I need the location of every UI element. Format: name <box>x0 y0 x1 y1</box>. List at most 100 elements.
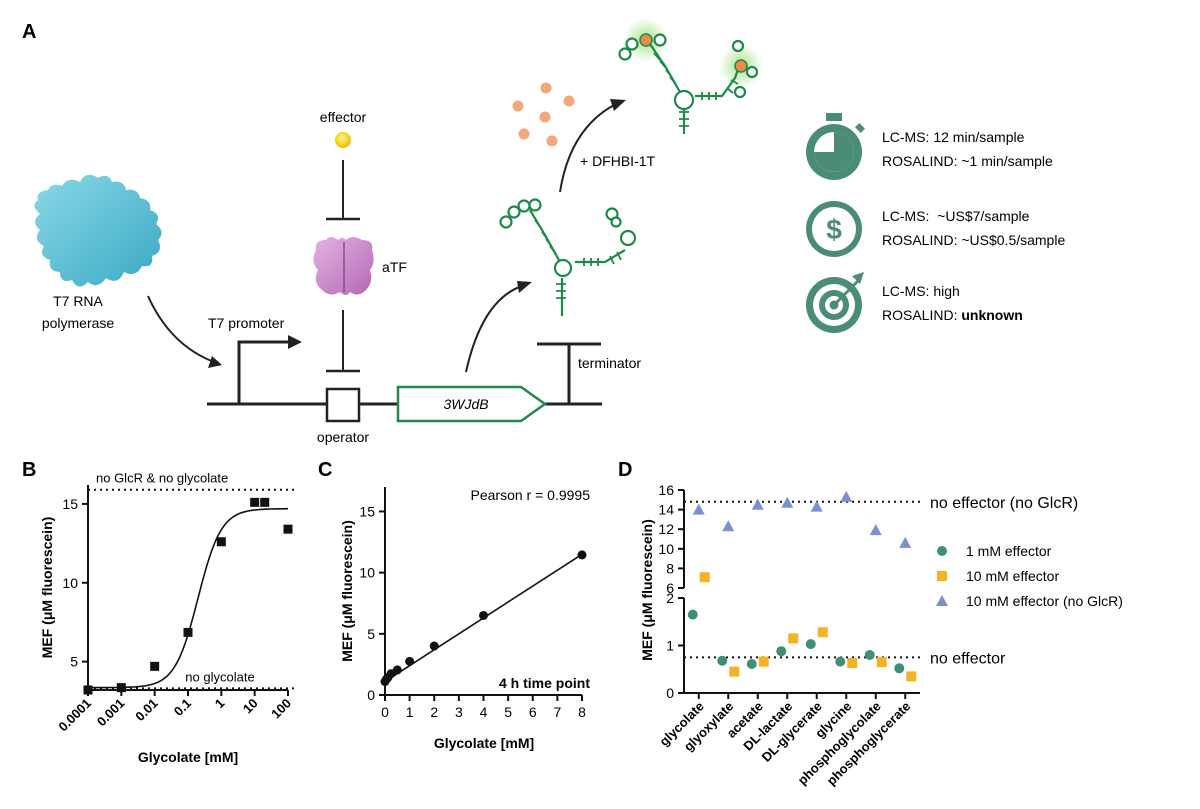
d-point-10mm-no-glcr <box>810 500 823 512</box>
b-data-point <box>283 524 293 534</box>
d-legend-label: 10 mM effector <box>966 568 1059 584</box>
polymerase-label-line2: polymerase <box>42 315 115 331</box>
dye-label: + DFHBI-1T <box>580 153 656 169</box>
d-point-10mm-no-glcr <box>840 490 853 502</box>
accuracy-lcms-text: LC-MS: high <box>882 283 960 299</box>
b-reference-label: no GlcR & no glycolate <box>96 471 228 486</box>
d-point-1mm <box>894 663 905 674</box>
polymerase-arrow <box>147 295 215 363</box>
operator-box <box>325 387 361 423</box>
effector-label: effector <box>320 109 367 125</box>
c-x-tick-label: 4 <box>480 704 488 720</box>
d-point-10mm <box>729 666 740 677</box>
terminator-label: terminator <box>578 355 641 371</box>
d-reference-label: no effector (no GlcR) <box>930 495 1078 512</box>
d-point-10mm-no-glcr <box>692 503 705 515</box>
d-point-10mm <box>817 627 828 638</box>
c-y-tick-label: 15 <box>359 503 375 519</box>
comparison-accuracy: LC-MS: high ROSALIND: unknown <box>882 283 1023 323</box>
b-x-tick-label: 0.01 <box>132 696 161 725</box>
binding-arrow <box>559 103 617 193</box>
polymerase-arrowhead <box>208 356 222 368</box>
b-x-axis-label: Glycolate [mM] <box>138 749 238 765</box>
dfhbi-molecules <box>512 82 575 147</box>
c-x-tick-label: 3 <box>455 704 463 720</box>
d-point-10mm <box>847 658 858 669</box>
operator-label: operator <box>317 429 369 445</box>
comparison-cost: LC-MS: ~US$7/sample ROSALIND: ~US$0.5/sa… <box>882 208 1065 248</box>
c-x-tick-label: 7 <box>553 704 561 720</box>
dollar-icon: $ <box>806 201 862 257</box>
d-point-1mm <box>776 646 787 657</box>
b-reference-label: no glycolate <box>185 669 254 684</box>
d-point-1mm <box>835 656 846 667</box>
d-point-10mm-no-glcr <box>722 520 735 532</box>
d-y-tick-label: 16 <box>658 482 674 498</box>
d-point-10mm-no-glcr <box>869 524 882 536</box>
panel-c-letter: C <box>318 459 332 481</box>
c-timepoint-annotation: 4 h time point <box>499 675 590 691</box>
bound-dye-2 <box>734 59 748 73</box>
transcription-arrowhead <box>517 281 532 293</box>
accuracy-rosalind-prefix: ROSALIND: <box>882 307 961 323</box>
d-point-10mm <box>906 671 917 682</box>
stopwatch-icon <box>806 113 865 180</box>
d-y-tick-label: 0 <box>666 685 674 701</box>
d-point-10mm-no-glcr <box>899 536 912 548</box>
bound-dye-1 <box>639 33 653 47</box>
rna-aptamer-unbound <box>499 198 637 316</box>
accuracy-rosalind-text: ROSALIND: unknown <box>882 307 1023 323</box>
b-y-tick-label: 15 <box>62 496 78 512</box>
time-lcms-text: LC-MS: 12 min/sample <box>882 129 1025 145</box>
gene-label: 3WJdB <box>443 396 488 412</box>
target-icon <box>806 272 864 333</box>
c-x-tick-label: 2 <box>430 704 438 720</box>
c-x-tick-label: 1 <box>406 704 414 720</box>
d-y-tick-label: 6 <box>666 580 674 596</box>
d-point-10mm-no-glcr <box>781 496 794 508</box>
c-data-point <box>429 641 439 651</box>
d-y-tick-label: 14 <box>658 502 674 518</box>
b-data-point <box>250 497 260 507</box>
panel-d-letter: D <box>618 459 632 481</box>
b-data-point <box>116 683 126 693</box>
panel-b-letter: B <box>22 459 36 481</box>
b-data-point <box>216 537 226 547</box>
transcription-arrow <box>465 285 523 373</box>
c-x-tick-label: 0 <box>381 704 389 720</box>
d-y-tick-label: 8 <box>666 560 674 576</box>
terminator-symbol <box>537 342 601 404</box>
b-fit-curve <box>88 507 288 689</box>
b-data-point <box>183 627 193 637</box>
b-x-tick-label: 0.0001 <box>55 696 94 735</box>
chart-panel-d: 6810121416012glycolateglyoxylateacetateD… <box>639 482 1123 788</box>
d-legend-marker <box>937 546 947 556</box>
c-x-tick-label: 8 <box>578 704 586 720</box>
rna-aptamer-bound <box>618 33 759 134</box>
b-data-point <box>150 661 160 671</box>
binding-arrowhead <box>610 99 626 111</box>
d-legend-label: 10 mM effector (no GlcR) <box>966 593 1123 609</box>
cost-lcms-text: LC-MS: ~US$7/sample <box>882 208 1030 224</box>
d-y-tick-label: 12 <box>658 521 674 537</box>
gene-3wjdb <box>396 385 548 423</box>
b-x-tick-label: 1 <box>212 696 228 712</box>
c-y-axis-label: MEF (μM fluorescein) <box>339 520 355 662</box>
d-point-10mm <box>699 572 710 583</box>
promoter-symbol <box>237 340 290 404</box>
d-y-axis-label: MEF (μM fluorescein) <box>639 519 655 661</box>
d-point-1mm <box>717 655 728 666</box>
polymerase-label-line1: T7 RNA <box>53 293 103 309</box>
d-point-1mm <box>746 659 757 670</box>
d-y-tick-label: 2 <box>666 590 674 606</box>
d-point-1mm <box>805 639 816 650</box>
c-y-tick-label: 10 <box>359 565 375 581</box>
d-point-10mm <box>876 657 887 668</box>
d-point-10mm <box>788 633 799 644</box>
d-point-10mm-no-glcr <box>751 498 764 510</box>
d-point-10mm <box>758 656 769 667</box>
accuracy-rosalind-bold: unknown <box>961 307 1022 323</box>
t7-polymerase-shape <box>34 174 162 287</box>
